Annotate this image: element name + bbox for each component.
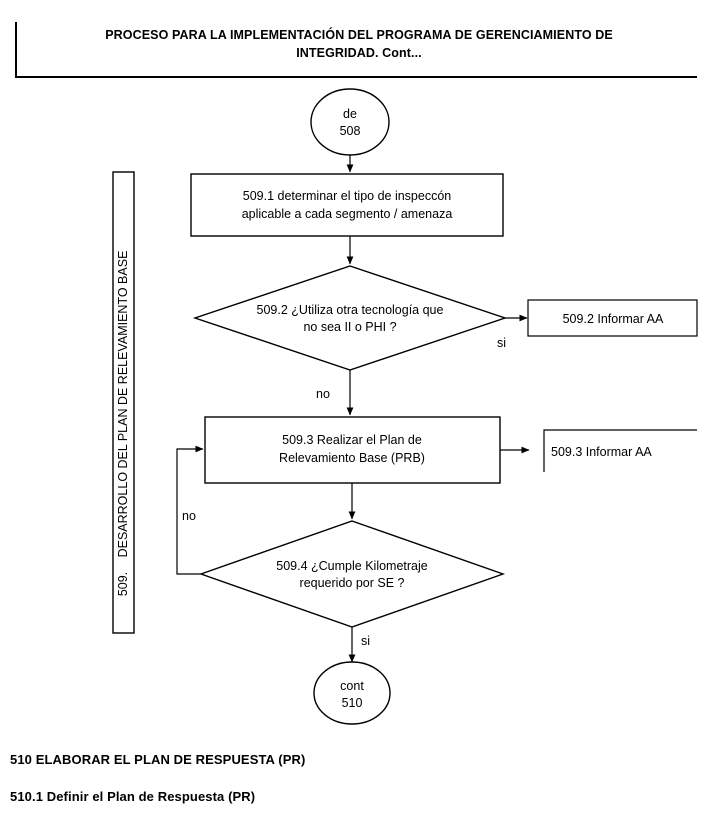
- step-509-3-box: [204, 416, 501, 484]
- flowchart-diagram: DESARROLLO DEL PLAN DE RELEVAMIENTO BASE…: [112, 88, 698, 725]
- step-509-3-line-1: 509.3 Realizar el Plan de: [282, 433, 422, 447]
- swimlane-band-box: [112, 171, 135, 634]
- section-heading-510-1: 510.1 Definir el Plan de Respuesta (PR): [10, 789, 256, 804]
- edge-label-5094-si: si: [361, 634, 370, 648]
- page-title-line-2: INTEGRIDAD. Cont...: [296, 46, 422, 61]
- decision-509-2-diamond: [192, 265, 508, 371]
- step-509-1-box: [190, 173, 504, 237]
- out-509-2-label: 509.2 Informar AA: [563, 312, 664, 326]
- node-start-de-508[interactable]: de 508: [310, 88, 390, 156]
- connector-5094-no-loop: [176, 445, 204, 575]
- page-title-line-1: PROCESO PARA LA IMPLEMENTACIÓN DEL PROGR…: [105, 28, 613, 42]
- node-decision-509-4[interactable]: 509.4 ¿Cumple Kilometraje requerido por …: [198, 520, 506, 628]
- edge-label-5094-no: no: [182, 509, 196, 523]
- page-title: PROCESO PARA LA IMPLEMENTACIÓN DEL PROGR…: [29, 26, 689, 62]
- swimlane-band: DESARROLLO DEL PLAN DE RELEVAMIENTO BASE…: [112, 171, 135, 634]
- start-label-line-2: 508: [340, 124, 361, 138]
- node-decision-509-2[interactable]: 509.2 ¿Utiliza otra tecnología que no se…: [192, 265, 508, 371]
- step-509-1-line-2: aplicable a cada segmento / amenaza: [242, 207, 453, 221]
- end-label-line-2: 510: [342, 696, 363, 710]
- step-509-1-line-1: 509.1 determinar el tipo de inspeccón: [243, 189, 452, 203]
- document-header-banner: PROCESO PARA LA IMPLEMENTACIÓN DEL PROGR…: [15, 22, 697, 78]
- start-label-line-1: de: [343, 107, 357, 121]
- end-label-line-1: cont: [340, 679, 364, 693]
- step-509-3-line-2: Relevamiento Base (PRB): [279, 451, 425, 465]
- node-out-509-2[interactable]: 509.2 Informar AA: [527, 299, 698, 337]
- node-step-509-3[interactable]: 509.3 Realizar el Plan de Relevamiento B…: [204, 416, 501, 484]
- decision-509-2-line-2: no sea II o PHI ?: [303, 320, 396, 334]
- out-509-3-box-open: [543, 429, 697, 472]
- node-end-cont-510[interactable]: cont 510: [313, 661, 391, 725]
- decision-509-4-line-1: 509.4 ¿Cumple Kilometraje: [276, 559, 428, 573]
- node-out-509-3[interactable]: 509.3 Informar AA: [543, 429, 697, 472]
- end-ellipse: [313, 661, 391, 725]
- out-509-3-label: 509.3 Informar AA: [551, 445, 652, 459]
- node-step-509-1[interactable]: 509.1 determinar el tipo de inspeccón ap…: [190, 173, 504, 237]
- edge-label-5092-no: no: [316, 387, 330, 401]
- decision-509-4-diamond: [198, 520, 506, 628]
- section-heading-510: 510 ELABORAR EL PLAN DE RESPUESTA (PR): [10, 752, 306, 767]
- out-509-2-box: [527, 299, 698, 337]
- start-ellipse: [310, 88, 390, 156]
- decision-509-4-line-2: requerido por SE ?: [300, 576, 405, 590]
- swimlane-band-title: DESARROLLO DEL PLAN DE RELEVAMIENTO BASE: [116, 251, 130, 558]
- edge-label-5092-si: si: [497, 336, 506, 350]
- decision-509-2-line-1: 509.2 ¿Utiliza otra tecnología que: [257, 303, 444, 317]
- swimlane-band-number: 509.: [116, 572, 130, 596]
